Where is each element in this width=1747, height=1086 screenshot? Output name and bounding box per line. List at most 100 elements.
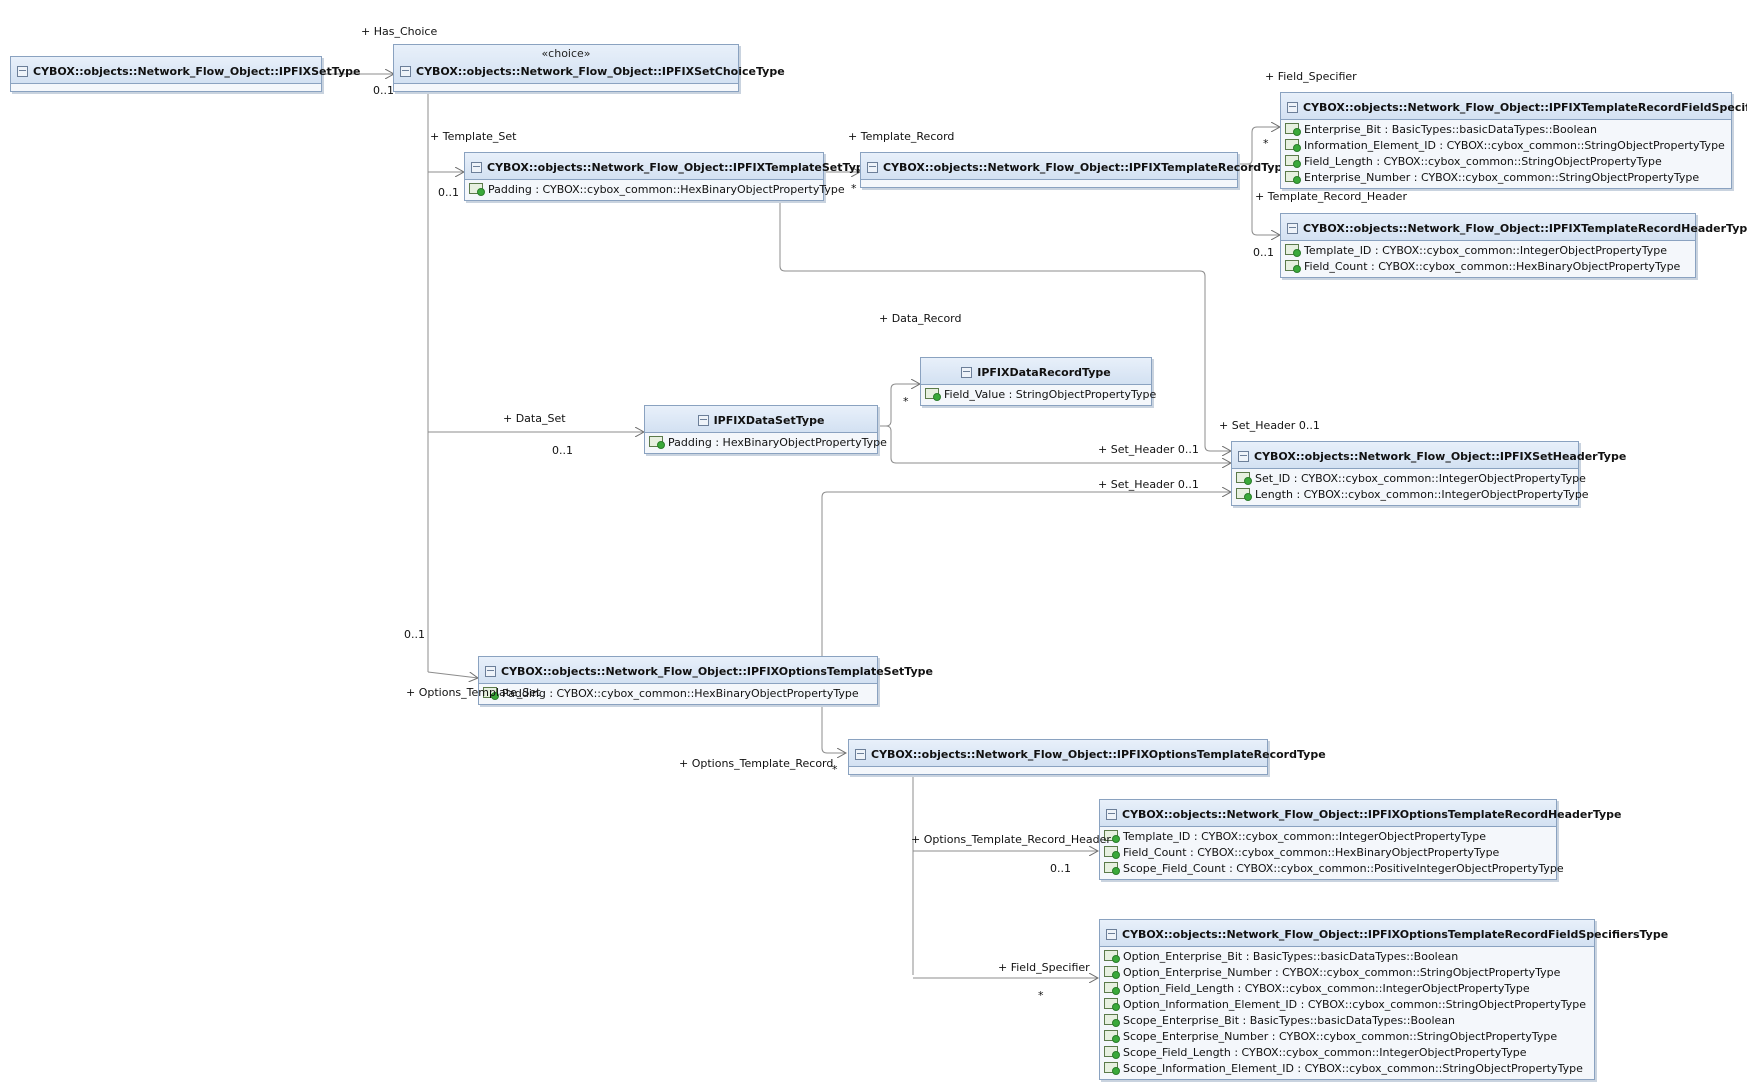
attribute-text: Option_Field_Length : CYBOX::cybox_commo… xyxy=(1123,982,1530,995)
line-data-set-header xyxy=(877,425,1231,463)
attribute-icon xyxy=(1104,846,1120,859)
attribute-icon xyxy=(1285,123,1301,136)
multiplicity-field-specifier: * xyxy=(1263,137,1269,150)
role-label-template-record: + Template_Record xyxy=(848,130,955,143)
class-name: CYBOX::objects::Network_Flow_Object::IPF… xyxy=(33,65,361,78)
role-label-field-specifier: + Field_Specifier xyxy=(1265,70,1357,83)
class-icon xyxy=(867,162,878,173)
attribute-text: Option_Enterprise_Bit : BasicTypes::basi… xyxy=(1123,950,1459,963)
attribute-row[interactable]: Field_Value : StringObjectPropertyType xyxy=(925,387,1156,403)
attribute-icon xyxy=(1285,139,1301,152)
role-label-data-set: + Data_Set xyxy=(503,412,566,425)
line-data-record xyxy=(877,384,920,427)
class-ipfix-options-template-record-field-specifiers-type[interactable]: CYBOX::objects::Network_Flow_Object::IPF… xyxy=(1099,919,1668,1080)
attribute-row[interactable]: Option_Enterprise_Bit : BasicTypes::basi… xyxy=(1104,949,1590,965)
attribute-icon xyxy=(1104,982,1120,995)
class-ipfix-template-record-header-type[interactable]: CYBOX::objects::Network_Flow_Object::IPF… xyxy=(1280,213,1747,278)
attribute-text: Padding : HexBinaryObjectPropertyType xyxy=(668,436,887,449)
role-label-options-template-record: + Options_Template_Record xyxy=(679,757,834,770)
class-ipfix-data-set-type[interactable]: IPFIXDataSetType Padding : HexBinaryObje… xyxy=(644,405,887,454)
attribute-icon xyxy=(1236,472,1252,485)
class-icon xyxy=(400,66,411,77)
attribute-row[interactable]: Scope_Enterprise_Bit : BasicTypes::basic… xyxy=(1104,1013,1590,1029)
attribute-row[interactable]: Set_ID : CYBOX::cybox_common::IntegerObj… xyxy=(1236,471,1586,487)
attribute-text: Field_Length : CYBOX::cybox_common::Stri… xyxy=(1304,155,1662,168)
attribute-row[interactable]: Field_Count : CYBOX::cybox_common::HexBi… xyxy=(1285,259,1691,275)
class-icon xyxy=(471,162,482,173)
class-icon xyxy=(1287,102,1298,113)
attribute-text: Scope_Field_Length : CYBOX::cybox_common… xyxy=(1123,1046,1527,1059)
role-label-options-field-specifier: + Field_Specifier xyxy=(998,961,1090,974)
attribute-icon xyxy=(1104,1046,1120,1059)
attribute-icon xyxy=(469,183,485,196)
attribute-text: Scope_Information_Element_ID : CYBOX::cy… xyxy=(1123,1062,1583,1075)
attribute-icon xyxy=(1104,830,1120,843)
class-icon xyxy=(17,66,28,77)
line-field-specifier xyxy=(1238,127,1280,165)
attribute-icon xyxy=(1104,1030,1120,1043)
line-options-set-header xyxy=(821,492,1231,656)
class-stereotype: «choice» xyxy=(541,47,591,60)
attribute-icon xyxy=(1285,244,1301,257)
role-label-template-record-header: + Template_Record_Header xyxy=(1255,190,1407,203)
class-icon xyxy=(961,367,973,378)
attribute-row[interactable]: Field_Count : CYBOX::cybox_common::HexBi… xyxy=(1104,845,1552,861)
class-name: CYBOX::objects::Network_Flow_Object::IPF… xyxy=(1254,450,1627,463)
attribute-row[interactable]: Option_Information_Element_ID : CYBOX::c… xyxy=(1104,997,1590,1013)
class-ipfix-data-record-type[interactable]: IPFIXDataRecordType Field_Value : String… xyxy=(920,357,1156,406)
class-name: IPFIXDataSetType xyxy=(713,414,825,427)
line-options-template-record xyxy=(821,694,846,753)
class-icon xyxy=(697,415,709,426)
class-ipfix-template-set-type[interactable]: CYBOX::objects::Network_Flow_Object::IPF… xyxy=(464,152,871,201)
class-icon xyxy=(1287,223,1298,234)
class-ipfix-template-record-type[interactable]: CYBOX::objects::Network_Flow_Object::IPF… xyxy=(860,152,1290,188)
attribute-text: Length : CYBOX::cybox_common::IntegerObj… xyxy=(1255,488,1589,501)
attribute-icon xyxy=(649,436,665,449)
class-ipfix-set-choice-type[interactable]: «choice» CYBOX::objects::Network_Flow_Ob… xyxy=(393,44,785,92)
class-ipfix-template-record-field-specifiers-type[interactable]: CYBOX::objects::Network_Flow_Object::IPF… xyxy=(1280,92,1747,189)
class-name: CYBOX::objects::Network_Flow_Object::IPF… xyxy=(1122,928,1669,941)
attribute-row[interactable]: Padding : CYBOX::cybox_common::HexBinary… xyxy=(483,686,873,702)
attribute-icon xyxy=(925,388,941,401)
multiplicity-data-record: * xyxy=(903,395,909,408)
role-label-data-record: + Data_Record xyxy=(879,312,962,325)
attribute-row[interactable]: Enterprise_Bit : BasicTypes::basicDataTy… xyxy=(1285,122,1727,138)
attribute-row[interactable]: Template_ID : CYBOX::cybox_common::Integ… xyxy=(1285,243,1691,259)
attribute-row[interactable]: Scope_Information_Element_ID : CYBOX::cy… xyxy=(1104,1061,1590,1077)
attribute-text: Scope_Enterprise_Number : CYBOX::cybox_c… xyxy=(1123,1030,1558,1043)
class-ipfix-set-type[interactable]: CYBOX::objects::Network_Flow_Object::IPF… xyxy=(10,56,360,92)
attribute-text: Field_Count : CYBOX::cybox_common::HexBi… xyxy=(1304,260,1681,273)
attribute-icon xyxy=(1104,966,1120,979)
class-ipfix-options-template-record-header-type[interactable]: CYBOX::objects::Network_Flow_Object::IPF… xyxy=(1099,799,1622,880)
class-icon xyxy=(1238,451,1249,462)
multiplicity-has-choice: 0..1 xyxy=(373,84,394,97)
attribute-row[interactable]: Padding : CYBOX::cybox_common::HexBinary… xyxy=(469,182,845,198)
attribute-row[interactable]: Scope_Field_Count : CYBOX::cybox_common:… xyxy=(1104,861,1564,877)
attribute-text: Template_ID : CYBOX::cybox_common::Integ… xyxy=(1304,244,1668,257)
multiplicity-options-record-header: 0..1 xyxy=(1050,862,1071,875)
attribute-icon xyxy=(1236,488,1252,501)
role-label-options-template-set: + Options_Template_Set xyxy=(406,686,541,699)
class-ipfix-options-template-set-type[interactable]: CYBOX::objects::Network_Flow_Object::IPF… xyxy=(478,656,933,705)
role-label-set-header-low: + Set_Header 0..1 xyxy=(1098,478,1199,491)
attribute-text: Scope_Enterprise_Bit : BasicTypes::basic… xyxy=(1123,1014,1456,1027)
attribute-text: Padding : CYBOX::cybox_common::HexBinary… xyxy=(502,687,859,700)
attribute-row[interactable]: Length : CYBOX::cybox_common::IntegerObj… xyxy=(1236,487,1589,503)
class-name: CYBOX::objects::Network_Flow_Object::IPF… xyxy=(871,748,1326,761)
attribute-row[interactable]: Option_Enterprise_Number : CYBOX::cybox_… xyxy=(1104,965,1590,981)
class-name: CYBOX::objects::Network_Flow_Object::IPF… xyxy=(1303,101,1747,114)
attribute-row[interactable]: Option_Field_Length : CYBOX::cybox_commo… xyxy=(1104,981,1590,997)
attribute-row[interactable]: Padding : HexBinaryObjectPropertyType xyxy=(649,435,887,451)
attribute-text: Enterprise_Bit : BasicTypes::basicDataTy… xyxy=(1304,123,1598,136)
class-ipfix-options-template-record-type[interactable]: CYBOX::objects::Network_Flow_Object::IPF… xyxy=(848,739,1326,775)
attribute-row[interactable]: Field_Length : CYBOX::cybox_common::Stri… xyxy=(1285,154,1727,170)
attribute-row[interactable]: Template_ID : CYBOX::cybox_common::Integ… xyxy=(1104,829,1552,845)
attribute-row[interactable]: Scope_Enterprise_Number : CYBOX::cybox_c… xyxy=(1104,1029,1590,1045)
attribute-row[interactable]: Enterprise_Number : CYBOX::cybox_common:… xyxy=(1285,170,1727,186)
attribute-text: Enterprise_Number : CYBOX::cybox_common:… xyxy=(1304,171,1700,184)
line-template-set-header xyxy=(779,190,1231,451)
attribute-row[interactable]: Information_Element_ID : CYBOX::cybox_co… xyxy=(1285,138,1727,154)
attribute-row[interactable]: Scope_Field_Length : CYBOX::cybox_common… xyxy=(1104,1045,1590,1061)
class-ipfix-set-header-type[interactable]: CYBOX::objects::Network_Flow_Object::IPF… xyxy=(1231,441,1626,506)
